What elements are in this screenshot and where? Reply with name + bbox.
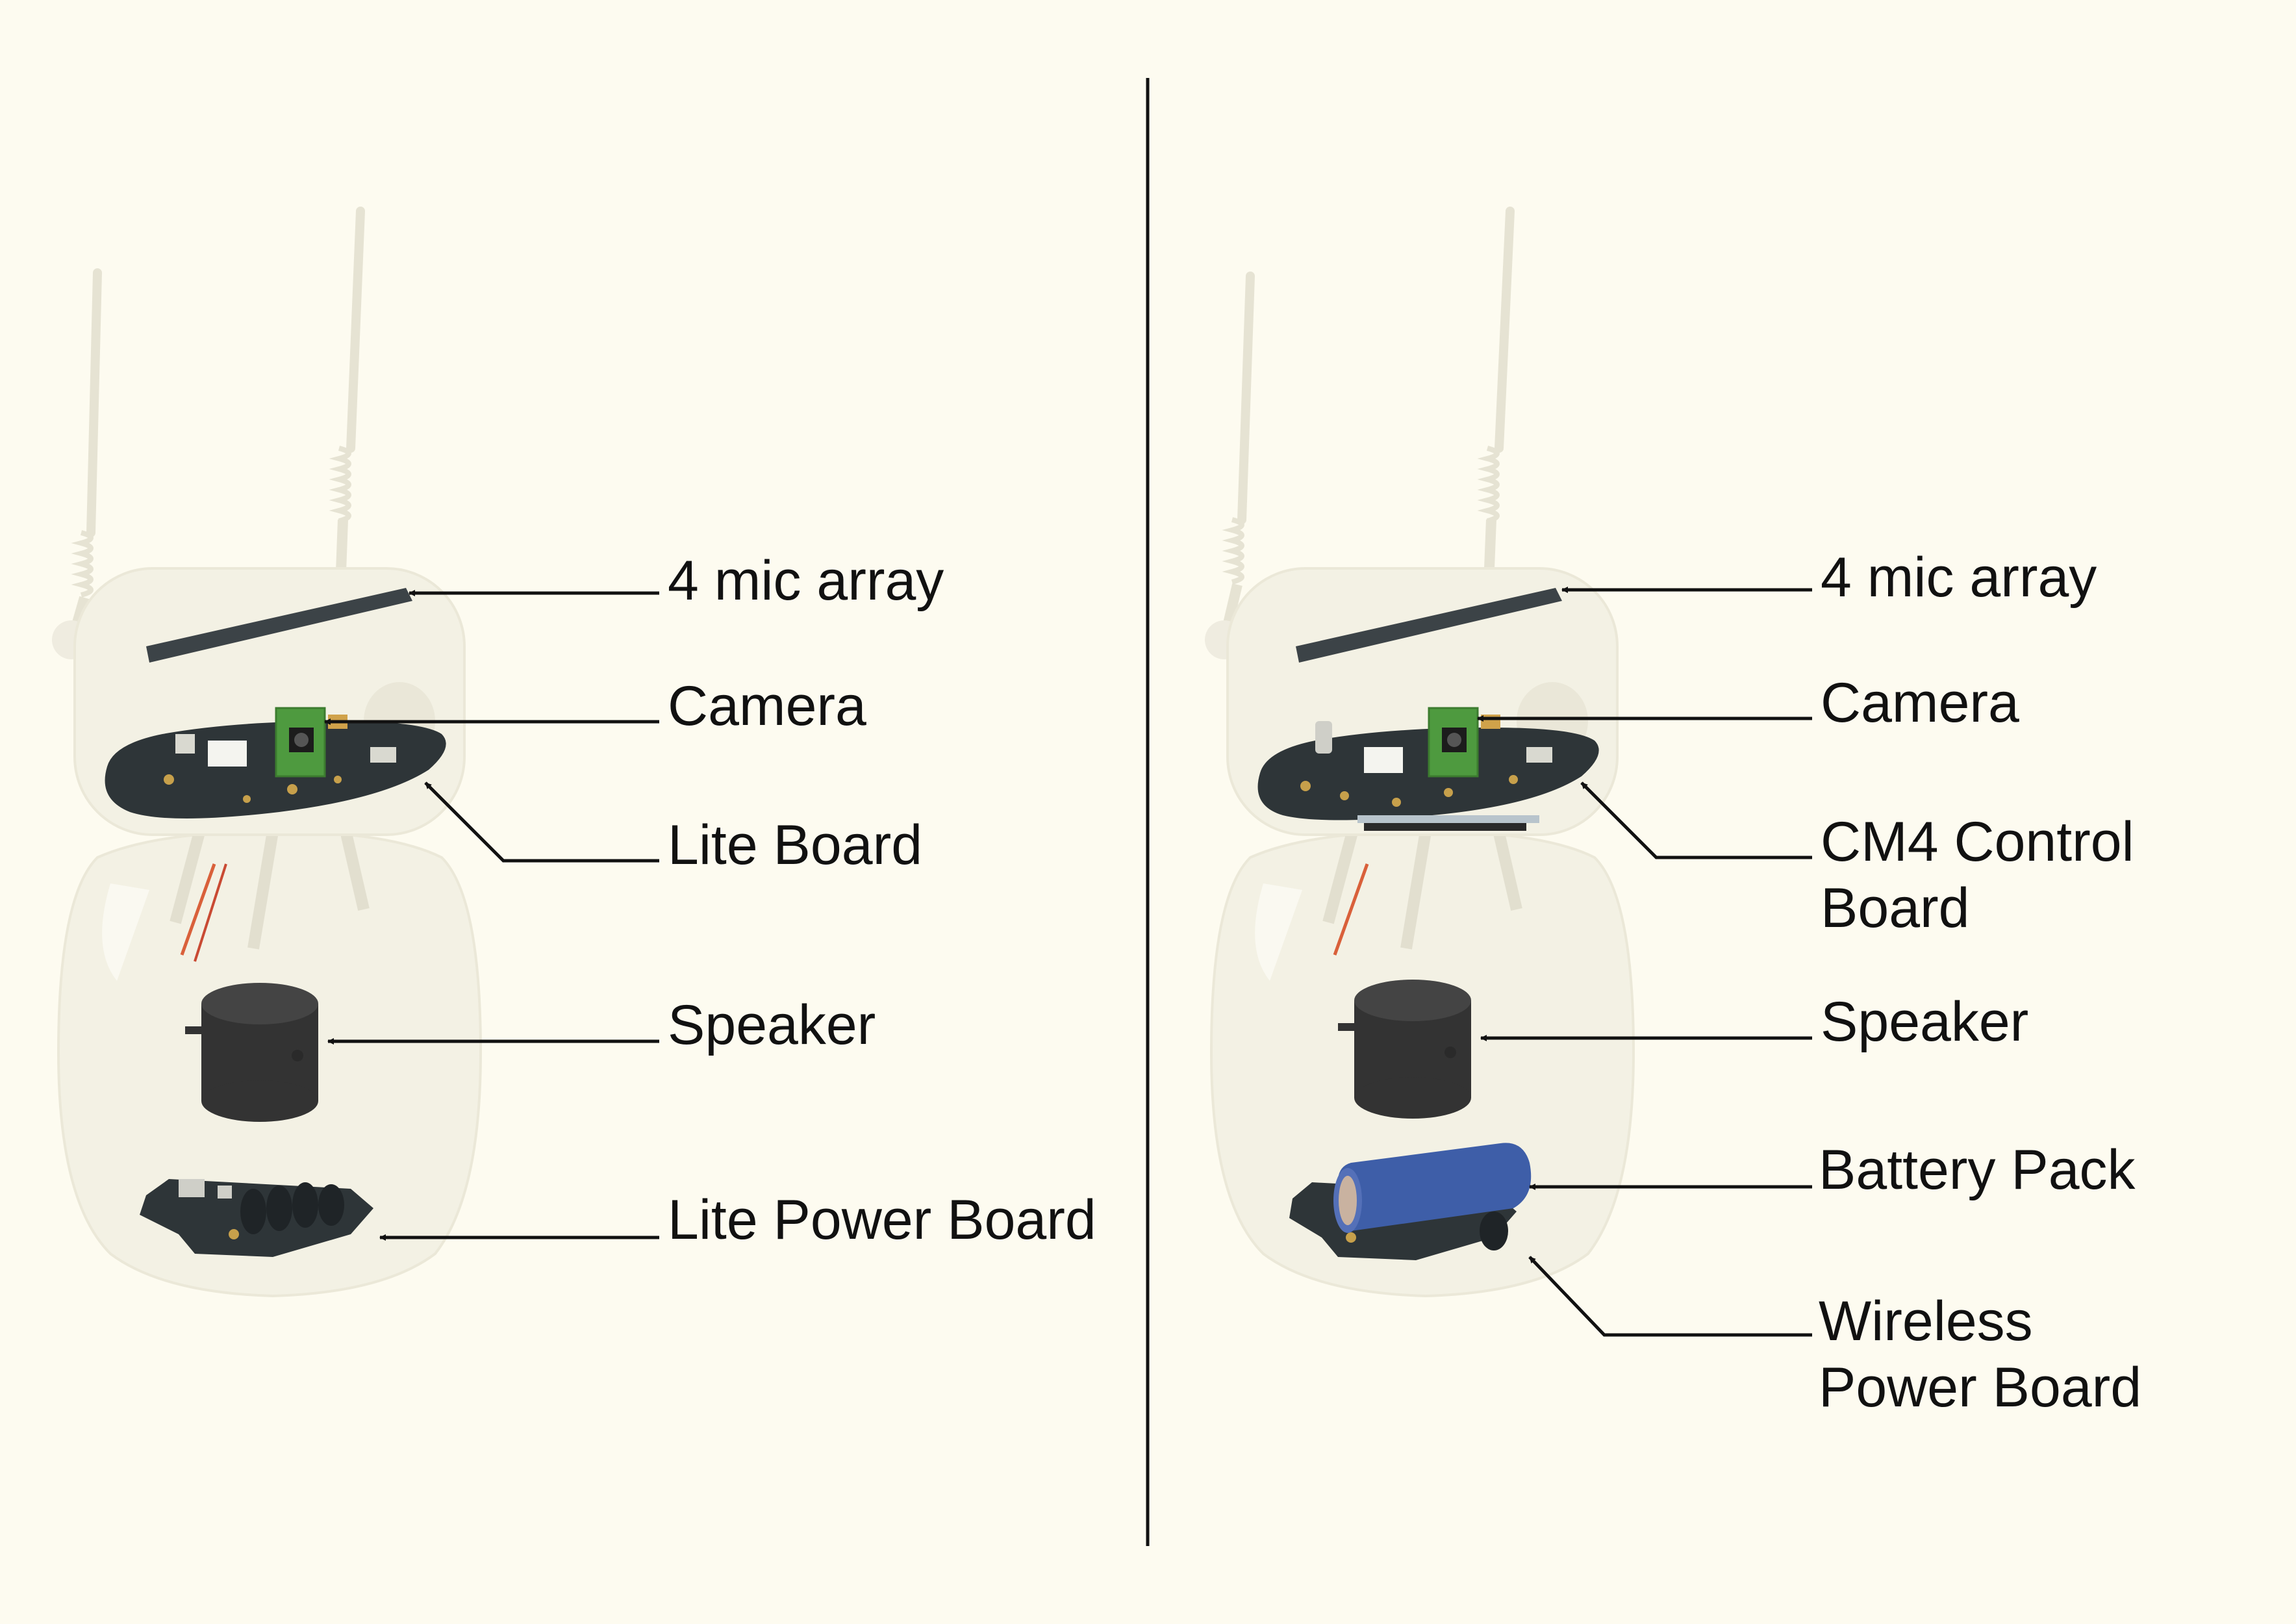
- label-camera: Camera: [1821, 672, 2019, 734]
- mic-array: [146, 588, 412, 663]
- antenna-left: [1219, 272, 1255, 641]
- label-camera: Camera: [668, 675, 866, 737]
- speaker: [1338, 980, 1471, 1119]
- leader-lines-right: [1477, 587, 1812, 1337]
- robot-left: [52, 207, 483, 1298]
- neck-struts: [1322, 823, 1522, 950]
- robot-right: [1205, 207, 1635, 1298]
- lite-power-board: [140, 1179, 373, 1257]
- antenna-right: [329, 207, 365, 572]
- neck-struts: [170, 823, 370, 950]
- label-wireless-power-board: Wireless Power Board: [1819, 1290, 2142, 1419]
- antenna-right: [1477, 207, 1515, 569]
- label-lite-power-board: Lite Power Board: [668, 1189, 1096, 1251]
- camera-module: [275, 707, 347, 778]
- label-speaker: Speaker: [668, 994, 876, 1056]
- label-speaker: Speaker: [1821, 991, 2029, 1053]
- label-mic-array: 4 mic array: [668, 550, 944, 612]
- mic-array: [1296, 588, 1562, 663]
- label-lite-board: Lite Board: [668, 814, 923, 876]
- leader-lines-left: [324, 590, 659, 1241]
- label-cm4-control-board: CM4 Control Board: [1821, 811, 2134, 939]
- camera-module: [1428, 707, 1500, 778]
- label-mic-array: 4 mic array: [1821, 546, 2097, 609]
- speaker: [185, 983, 318, 1122]
- label-battery-pack: Battery Pack: [1819, 1139, 2136, 1201]
- antenna-left: [66, 268, 102, 645]
- battery-pack: [1333, 1143, 1532, 1233]
